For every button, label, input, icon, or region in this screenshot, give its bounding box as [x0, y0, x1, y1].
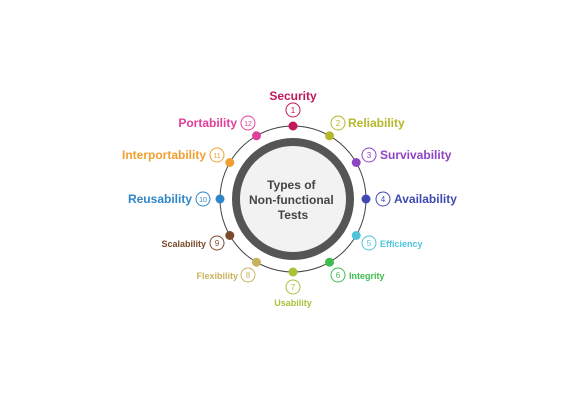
item-number: 2: [336, 119, 341, 128]
item-label: Efficiency: [380, 239, 423, 249]
item-label: Availability: [394, 192, 457, 206]
item-dot: [252, 257, 261, 267]
item-number-badge: [361, 147, 377, 163]
item-number: 9: [215, 239, 220, 248]
center-title-line-3: Tests: [278, 208, 309, 222]
item-number: 3: [367, 151, 372, 160]
item-number-badge: [361, 235, 377, 251]
test-item-scalability: 9 Scalability: [161, 231, 235, 251]
item-label: Usability: [274, 298, 312, 308]
test-item-flexibility: 8 Flexibility: [196, 257, 261, 283]
items-layer: 1 Security 2 Reliability 3 Survivability 4 Avai…: [122, 89, 457, 308]
item-dot: [252, 131, 261, 141]
item-label: Survivability: [380, 148, 452, 162]
test-item-availability: 4 Availability: [361, 191, 457, 207]
item-number: 4: [381, 195, 386, 204]
test-item-security: 1 Security: [269, 89, 317, 131]
item-dot: [351, 158, 361, 167]
item-number-badge: [240, 115, 256, 131]
item-label: Portability: [178, 116, 237, 130]
item-dot: [325, 131, 334, 141]
item-number: 6: [336, 271, 341, 280]
item-number-badge: [285, 102, 301, 118]
test-item-reliability: 2 Reliability: [325, 115, 405, 141]
center-title-line-1: Types of: [267, 178, 316, 192]
item-dot: [288, 267, 298, 277]
item-label: Scalability: [161, 239, 206, 249]
item-dot: [351, 231, 361, 240]
test-item-portability: 12 Portability: [178, 115, 261, 141]
test-item-interportability: 11 Interportability: [122, 147, 235, 167]
item-dot: [225, 231, 235, 240]
item-number: 12: [244, 121, 252, 128]
center-title: Types of Non-functional Tests: [249, 178, 337, 222]
item-label: Reusability: [128, 192, 192, 206]
center-disc: [232, 138, 354, 260]
test-item-survivability: 3 Survivability: [351, 147, 452, 167]
item-number-badge: [209, 235, 225, 251]
item-number-badge: [240, 267, 256, 283]
item-number-badge: [209, 147, 225, 163]
item-number-badge: [195, 191, 211, 207]
item-label: Reliability: [348, 116, 405, 130]
test-item-integrity: 6 Integrity: [325, 257, 385, 283]
item-number: 5: [367, 239, 372, 248]
item-number: 7: [291, 283, 296, 292]
test-item-efficiency: 5 Efficiency: [351, 231, 423, 251]
item-dot: [288, 121, 298, 131]
item-number-badge: [330, 115, 346, 131]
item-number: 8: [246, 271, 251, 280]
item-label: Integrity: [349, 271, 385, 281]
item-number-badge: [375, 191, 391, 207]
item-number-badge: [330, 267, 346, 283]
item-number: 1: [291, 106, 296, 115]
item-dot: [225, 158, 235, 167]
item-number: 10: [199, 197, 207, 204]
item-dot: [215, 194, 225, 204]
item-number-badge: [285, 279, 301, 295]
test-item-reusability: 10 Reusability: [128, 191, 225, 207]
item-dot: [325, 257, 334, 267]
item-label: Flexibility: [196, 271, 238, 281]
center-title-line-2: Non-functional: [249, 193, 334, 207]
item-label: Security: [269, 89, 317, 103]
item-number: 11: [213, 153, 220, 160]
item-label: Interportability: [122, 148, 206, 162]
item-dot: [361, 194, 371, 204]
